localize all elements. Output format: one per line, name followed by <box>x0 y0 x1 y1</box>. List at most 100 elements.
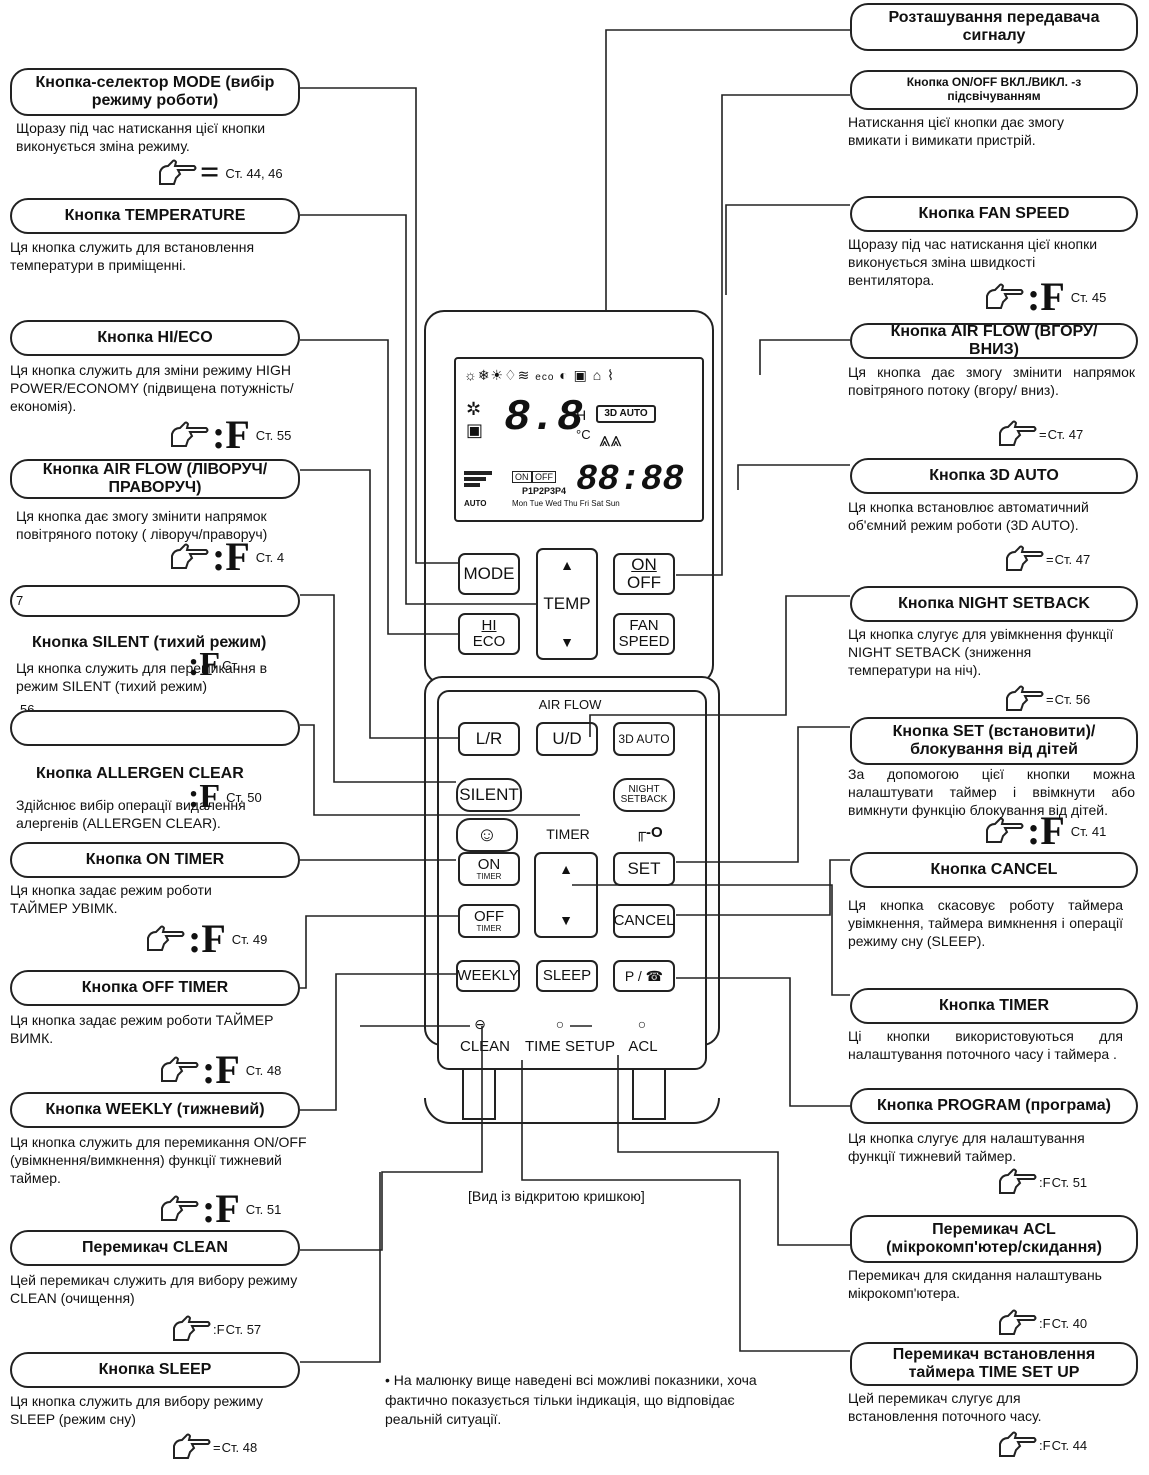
temp-down-arrow: ▼ <box>560 634 574 651</box>
on-off-top-label: ON <box>631 555 657 575</box>
label-clean: Перемикач CLEAN <box>10 1230 300 1266</box>
desc-on-timer: Ця кнопка задає режим роботи ТАЙМЕР УВІМ… <box>10 882 212 916</box>
ref-symbol: :F <box>1039 1174 1051 1190</box>
acl-switch-icon: ○ <box>637 1016 647 1032</box>
label-air-flow-ud: Кнопка AIR FLOW (ВГОРУ/ВНИЗ) <box>850 323 1138 359</box>
label-mode: Кнопка-селектор MODE (вибір режиму робот… <box>10 68 300 116</box>
off-timer-bottom-label: TIMER <box>476 923 502 933</box>
lcd-on-indicator: ON <box>512 471 532 483</box>
desc-weekly: Ця кнопка служить для перемикання ON/OFF… <box>10 1134 307 1186</box>
off-timer-top-label: OFF <box>474 907 504 925</box>
remote-on-timer-button[interactable]: ON TIMER <box>458 852 520 886</box>
on-timer-top-label: ON <box>477 855 501 873</box>
remote-silent-button[interactable]: SILENT <box>456 778 522 812</box>
pointing-hand-icon <box>171 543 209 569</box>
remote-cancel-button[interactable]: CANCEL <box>613 904 675 938</box>
remote-lr-button[interactable]: L/R <box>458 722 520 756</box>
time-setup-switch-icon: ○ <box>555 1016 565 1032</box>
ref-symbol: :F <box>1039 1315 1051 1331</box>
pointing-hand-icon <box>161 1056 199 1082</box>
desc-air-flow-lr: Ця кнопка дає змогу змінити напрямок пов… <box>16 508 268 542</box>
ref-sleep: = Ст. 48 <box>172 1432 257 1462</box>
ref-symbol: :F <box>188 916 226 961</box>
lcd-mode-icons: ☼❄☀♢≋ eco ◐ ▣ ⌂ ⌇ <box>464 367 615 383</box>
ref-night-setback: = Ст. 56 <box>1005 684 1090 714</box>
ref-allergen: :F Ст. 50 <box>186 780 262 814</box>
ref-page: Ст. 44 <box>1051 1437 1088 1453</box>
hi-eco-bottom-label: ECO <box>472 633 506 650</box>
lcd-off-indicator: OFF <box>532 471 556 483</box>
ref-page: Ст. <box>222 657 240 673</box>
lcd-display: ☼❄☀♢≋ eco ◐ ▣ ⌂ ⌇ 8.8 H °C 3D AUTO ⩓⩓ ✲▣… <box>454 357 704 522</box>
remote-off-timer-button[interactable]: OFF TIMER <box>458 904 520 938</box>
ref-hi-eco: :F Ст. 55 <box>170 415 291 455</box>
remote-set-button[interactable]: SET <box>613 852 675 886</box>
desc-allergen: Здійснює вибір операції видалення алерге… <box>16 797 246 831</box>
ref-symbol: :F <box>212 534 250 579</box>
desc-time-set-up: Цей перемикач слугує для встановлення по… <box>848 1390 1042 1424</box>
pointing-hand-icon <box>999 420 1037 446</box>
ref-page: Ст. 56 <box>1054 691 1091 707</box>
fan-speed-top-label: FAN <box>629 617 659 635</box>
label-time-set-up: Перемикач встановлення таймера TIME SET … <box>850 1342 1138 1386</box>
remote-night-setback-button[interactable]: NIGHT SETBACK <box>613 778 675 812</box>
label-fan-speed: Кнопка FAN SPEED <box>850 196 1138 232</box>
ref-symbol: :F <box>188 778 221 815</box>
ref-page: Ст. 50 <box>226 789 262 805</box>
remote-allergen-clear-button[interactable]: ☺ <box>456 818 518 852</box>
lcd-fan-bars <box>464 471 492 495</box>
ref-symbol: = <box>213 1439 221 1455</box>
label-weekly: Кнопка WEEKLY (тижневий) <box>10 1092 300 1128</box>
ref-symbol: :F <box>202 1047 240 1092</box>
child-lock-icon: ╓-O <box>635 824 663 841</box>
desc-program: Ця кнопка слугує для налаштування функці… <box>848 1130 1085 1164</box>
desc-timer: Ці кнопки використовуються для налаштува… <box>848 1028 1123 1062</box>
ref-symbol: = <box>200 154 220 191</box>
ref-page: Ст. 44, 46 <box>225 165 283 181</box>
remote-acl-switch-label[interactable]: ACL <box>628 1038 658 1055</box>
remote-weekly-button[interactable]: WEEKLY <box>456 960 520 992</box>
desc-fan-speed: Щоразу під час натискання цієї кнопки ви… <box>848 236 1098 288</box>
temp-up-arrow: ▲ <box>560 557 574 573</box>
desc-off-timer: Ця кнопка задає режим роботи ТАЙМЕР ВИМК… <box>10 1012 274 1046</box>
remote-on-off-button[interactable]: ON OFF <box>613 553 675 595</box>
remote-hi-eco-button[interactable]: HI ECO <box>458 613 520 655</box>
ref-mode: = Ст. 44, 46 <box>158 156 283 190</box>
remote-fan-speed-button[interactable]: FAN SPEED <box>613 613 675 655</box>
remote-3d-auto-button[interactable]: 3D AUTO <box>613 722 675 756</box>
ref-time-set-up: :F Ст. 44 <box>998 1430 1087 1460</box>
ref-set: :F Ст. 41 <box>985 811 1106 851</box>
ref-page: Ст. 48 <box>221 1439 258 1455</box>
remote-clean-switch-label[interactable]: CLEAN <box>459 1038 511 1055</box>
lcd-humidity-unit: H <box>576 407 587 423</box>
ref-symbol: :F <box>212 412 250 457</box>
remote-mode-button[interactable]: MODE <box>458 553 520 595</box>
air-flow-label: AIR FLOW <box>538 697 602 712</box>
desc-set: За допомогою цієї кнопки можна налаштува… <box>848 766 1135 818</box>
remote-ud-button[interactable]: U/D <box>536 722 598 756</box>
pointing-hand-icon <box>161 1195 199 1221</box>
ref-symbol: :F <box>1027 808 1065 853</box>
label-off-timer: Кнопка OFF TIMER <box>10 970 300 1006</box>
pointing-hand-icon <box>999 1168 1037 1194</box>
on-off-bottom-label: OFF <box>627 573 661 592</box>
pointing-hand-icon <box>173 1433 211 1459</box>
ref-page: Ст. 47 <box>1047 426 1084 442</box>
remote-timer-arrows-button[interactable]: ▲ ▼ <box>534 852 598 938</box>
label-seven: 7 <box>16 592 24 608</box>
remote-temp-button[interactable]: ▲ TEMP ▼ <box>536 548 598 660</box>
desc-acl: Перемикач для скидання налаштувань мікро… <box>848 1267 1102 1301</box>
lcd-3d-auto-indicator: 3D AUTO <box>596 405 656 423</box>
desc-hi-eco: Ця кнопка служить для зміни режиму HIGH … <box>10 362 294 414</box>
ref-weekly: :F Ст. 51 <box>160 1189 281 1229</box>
remote-sleep-button[interactable]: SLEEP <box>536 960 598 992</box>
ref-air-flow-ud: = Ст. 47 <box>998 419 1083 449</box>
desc-air-flow-ud: Ця кнопка дає змогу змінити напрямок пов… <box>848 364 1135 398</box>
desc-mode: Щоразу під час натискання цієї кнопки ви… <box>16 120 266 154</box>
remote-time-setup-switch-label[interactable]: TIME SETUP <box>524 1038 615 1055</box>
night-setback-bottom-label: SETBACK <box>620 794 668 805</box>
label-night-setback: Кнопка NIGHT SETBACK <box>850 586 1138 622</box>
pointing-hand-icon <box>1006 685 1044 711</box>
remote-program-button[interactable]: P / ☎ <box>613 960 675 992</box>
label-sleep: Кнопка SLEEP <box>10 1352 300 1388</box>
